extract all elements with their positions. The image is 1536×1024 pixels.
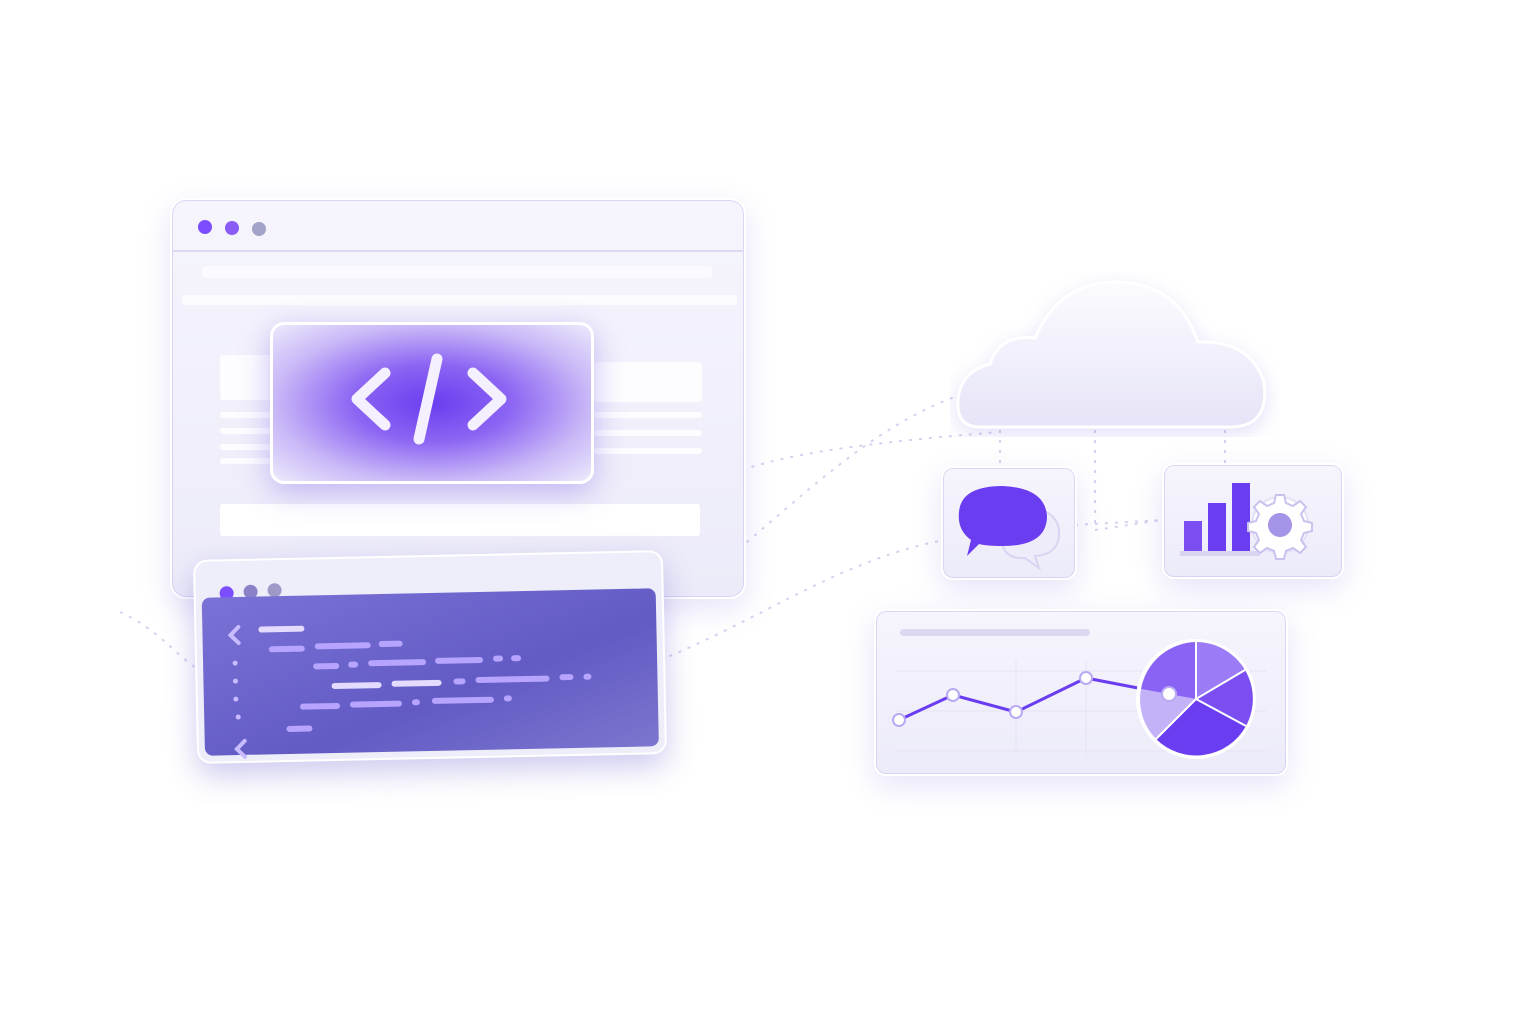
placeholder-row: [202, 266, 712, 278]
code-line: [348, 661, 359, 668]
placeholder-row: [594, 448, 702, 454]
placeholder-row: [182, 295, 737, 305]
placeholder-row: [220, 412, 272, 418]
trend-line: [898, 676, 1170, 722]
code-line: [492, 655, 504, 662]
code-line: [286, 725, 313, 733]
placeholder-row: [594, 412, 702, 418]
placeholder-row: [220, 444, 272, 450]
data-point: [946, 688, 960, 702]
code-line: [349, 700, 403, 708]
data-point: [1009, 705, 1023, 719]
code-line: [299, 702, 341, 710]
code-line: [313, 662, 340, 670]
terminal-body: [201, 588, 659, 759]
window-dot-icon: [198, 220, 212, 234]
code-line: [583, 673, 592, 680]
code-line: [435, 656, 484, 664]
code-panel: [270, 322, 594, 484]
chat-card: [941, 466, 1077, 580]
header-divider: [172, 250, 744, 252]
placeholder-block: [220, 355, 272, 400]
code-line: [378, 640, 403, 648]
terminal-window: [192, 550, 668, 764]
browser-window: [170, 198, 746, 599]
code-line: [559, 674, 574, 681]
dashboard-card: [874, 609, 1288, 776]
line-and-pie-chart-icon: [892, 639, 1266, 759]
code-line: [368, 659, 427, 667]
code-line: [391, 679, 442, 687]
chat-bubbles-icon: [958, 486, 1061, 571]
pie-chart: [1136, 639, 1256, 759]
placeholder-row: [594, 430, 702, 436]
code-line: [475, 675, 550, 684]
bar-chart-gear-icon: [1180, 483, 1313, 560]
code-line: [453, 678, 466, 685]
code-line: [268, 645, 305, 653]
window-dot-icon: [252, 222, 266, 236]
cloud-icon: [956, 280, 1267, 429]
data-point: [1079, 671, 1093, 685]
placeholder-row: [220, 428, 272, 434]
code-line: [331, 682, 382, 690]
code-line: [431, 696, 494, 704]
code-line: [258, 625, 305, 633]
analytics-card: [1162, 463, 1344, 579]
placeholder-block: [594, 362, 702, 402]
data-point: [892, 713, 906, 727]
code-brackets-icon: [351, 353, 507, 445]
dashboard-title-placeholder: [900, 629, 1090, 636]
code-line: [510, 655, 522, 662]
code-line: [314, 642, 371, 650]
code-gutter-icon: [227, 625, 248, 759]
code-line: [411, 699, 421, 706]
code-line: [503, 695, 512, 702]
window-dot-icon: [225, 221, 239, 235]
placeholder-row: [220, 458, 272, 464]
data-point: [1161, 686, 1177, 702]
placeholder-bar: [220, 504, 700, 536]
